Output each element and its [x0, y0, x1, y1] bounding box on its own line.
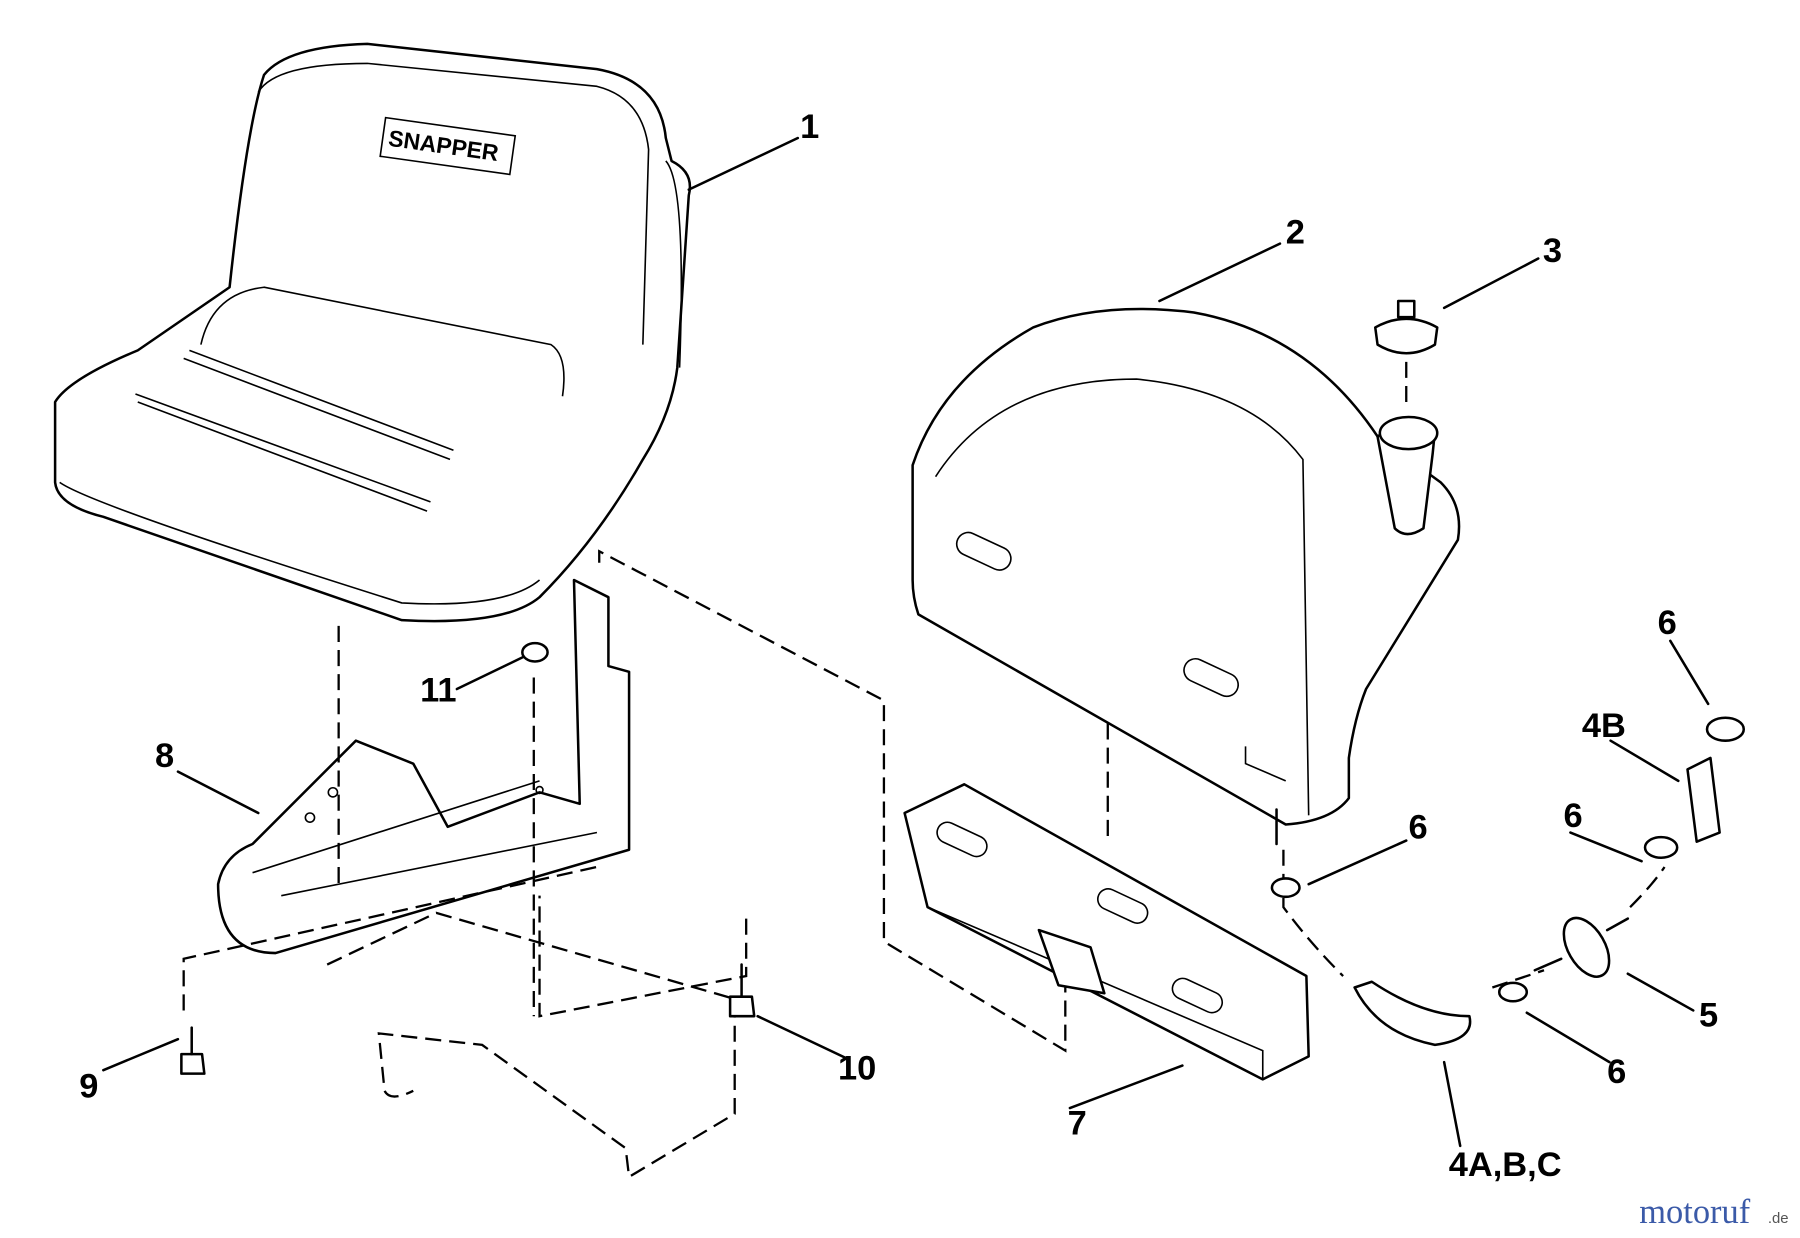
fuel-tank	[911, 307, 1461, 845]
callout-10: 10	[838, 1049, 876, 1087]
callout-1: 1	[800, 108, 819, 146]
bolt-9	[180, 1026, 206, 1075]
leader-lines	[102, 136, 1710, 1148]
seat-bracket	[216, 578, 631, 955]
nut-11	[521, 641, 549, 663]
callout-4abc: 4A,B,C	[1449, 1146, 1562, 1184]
tank-tray	[903, 783, 1310, 1081]
callout-4b: 4B	[1582, 707, 1626, 745]
callout-7: 7	[1068, 1104, 1087, 1142]
watermark: motoruf .de	[1639, 1193, 1788, 1231]
svg-text:motoruf: motoruf	[1639, 1193, 1750, 1231]
seat: SNAPPER	[53, 42, 692, 623]
callout-5: 5	[1699, 997, 1718, 1035]
fuel-line	[1270, 716, 1746, 1047]
bolt-10	[728, 963, 756, 1018]
callout-6: 6	[1607, 1053, 1626, 1091]
mounting-frame-outline	[182, 865, 748, 1179]
svg-text:.de: .de	[1768, 1210, 1789, 1227]
callout-labels: 1 2 3 6 4B 6 6 5 6 4A,B,C 7 8 9 10 11	[79, 108, 1718, 1184]
callout-3: 3	[1543, 232, 1562, 270]
callout-9: 9	[79, 1068, 98, 1106]
callout-2: 2	[1286, 214, 1305, 252]
callout-8: 8	[155, 737, 174, 775]
callout-6: 6	[1658, 604, 1677, 642]
callout-6: 6	[1564, 797, 1583, 835]
callout-6: 6	[1409, 808, 1428, 846]
callout-11: 11	[420, 672, 456, 710]
fuel-cap	[1373, 299, 1439, 355]
